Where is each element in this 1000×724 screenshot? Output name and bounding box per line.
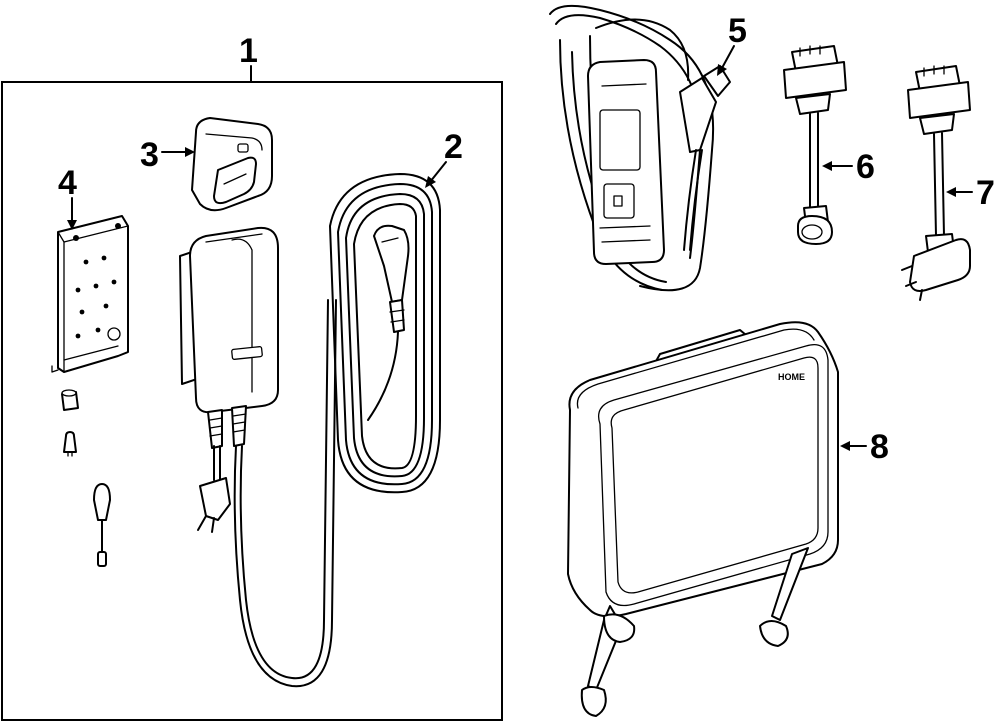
part-7-adapter-cable [901, 65, 971, 301]
callout-4-label: 4 [58, 164, 77, 202]
callout-8-label: 8 [870, 428, 889, 466]
part-1-supply-cable [197, 445, 231, 533]
callout-5: 5 [717, 12, 747, 76]
callout-6: 6 [822, 148, 875, 186]
case-logo: HOME [778, 372, 805, 382]
callout-3: 3 [140, 136, 195, 174]
callout-2-label: 2 [444, 128, 463, 166]
callout-4: 4 [58, 164, 77, 230]
part-4-anchor [63, 431, 77, 457]
callout-3-label: 3 [140, 136, 159, 174]
callout-7: 7 [946, 174, 995, 212]
part-3-holster [191, 117, 273, 212]
callout-6-label: 6 [856, 148, 875, 186]
part-4-mounting-bracket [51, 215, 129, 373]
part-1-charger-unit [179, 226, 279, 449]
callout-1-label: 1 [239, 32, 258, 70]
callout-7-label: 7 [976, 174, 995, 212]
callout-8: 8 [840, 428, 889, 466]
callout-1: 1 [239, 32, 258, 83]
part-4-cable-tie [93, 483, 111, 567]
part-6-adapter-cable [783, 45, 847, 245]
part-4-nut [61, 389, 79, 411]
part-1-output-cable [233, 299, 337, 688]
callout-2: 2 [425, 128, 463, 188]
part-8-storage-case: HOME [567, 321, 839, 717]
part-2-cable-coil [329, 173, 441, 494]
part-5-portable-cord [549, 4, 731, 292]
callout-5-label: 5 [728, 12, 747, 50]
